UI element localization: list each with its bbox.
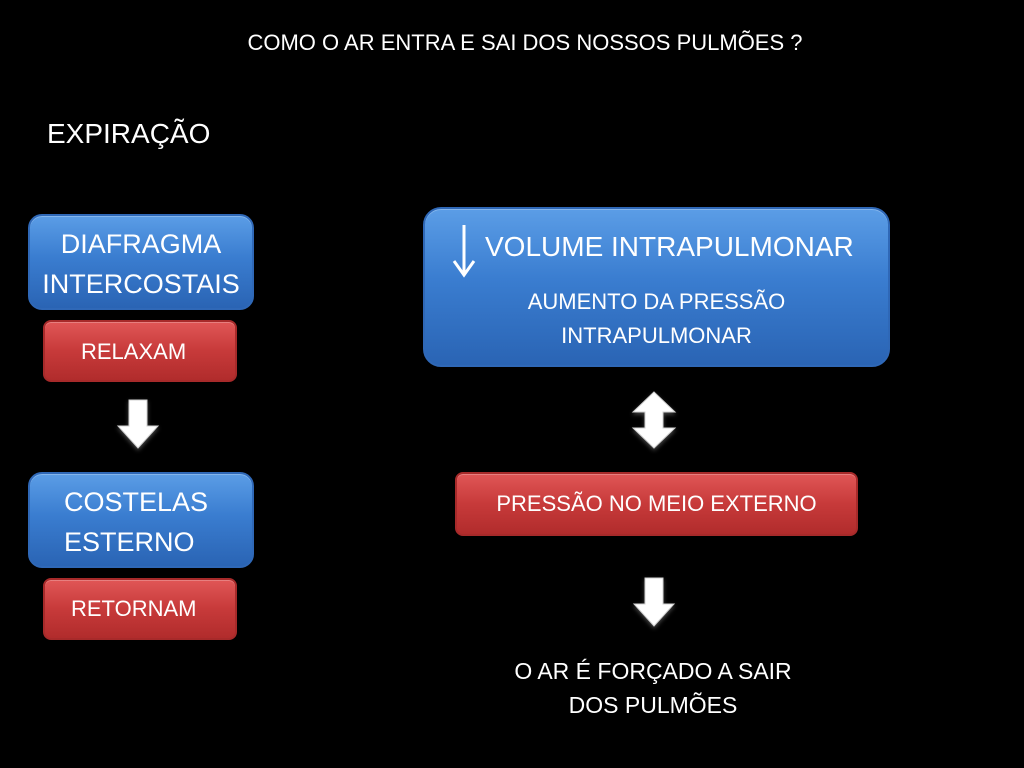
result-line-1: O AR É FORÇADO A SAIR [514, 658, 792, 684]
section-heading: EXPIRAÇÃO [47, 118, 211, 149]
down-arrow-icon [116, 399, 160, 449]
bones-label-2: ESTERNO [64, 527, 195, 557]
bones-action-label: RETORNAM [71, 596, 197, 621]
external-pressure-box: PRESSÃO NO MEIO EXTERNO [455, 472, 858, 536]
muscles-action-label: RELAXAM [81, 339, 187, 364]
volume-box: VOLUME INTRAPULMONAR AUMENTO DA PRESSÃO … [423, 207, 890, 367]
pressure-increase-label-2: INTRAPULMONAR [561, 323, 752, 348]
pressure-increase-label-1: AUMENTO DA PRESSÃO [527, 289, 786, 314]
result-line-2: DOS PULMÕES [568, 692, 738, 718]
muscles-action-box: RELAXAM [43, 320, 237, 382]
muscles-label-1: DIAFRAGMA [60, 229, 222, 259]
down-arrow-icon-2 [632, 577, 676, 627]
bones-label-1: COSTELAS [64, 487, 209, 517]
external-pressure-label: PRESSÃO NO MEIO EXTERNO [496, 491, 817, 516]
up-down-arrow-icon [631, 391, 677, 449]
bones-box: COSTELAS ESTERNO [28, 472, 254, 568]
bones-action-box: RETORNAM [43, 578, 237, 640]
volume-label: VOLUME INTRAPULMONAR [485, 231, 854, 262]
slide-title: COMO O AR ENTRA E SAI DOS NOSSOS PULMÕES… [247, 30, 803, 55]
muscles-label-2: INTERCOSTAIS [42, 269, 240, 299]
thin-down-arrow-icon [452, 225, 476, 278]
muscles-box: DIAFRAGMA INTERCOSTAIS [28, 214, 254, 310]
